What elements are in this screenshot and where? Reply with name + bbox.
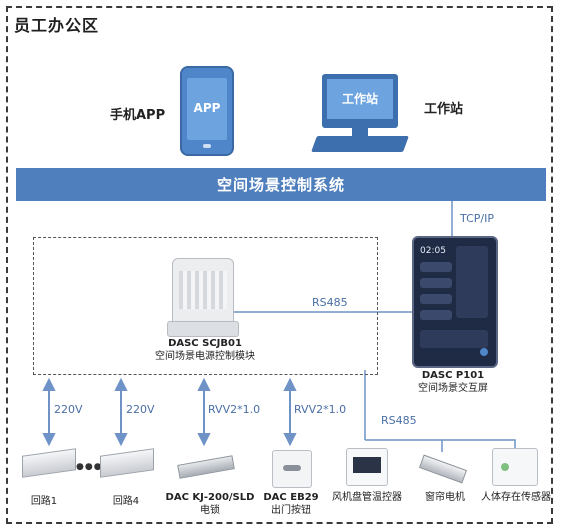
link-arrows [42,377,297,447]
button-name: 出门按钮 [271,505,311,516]
dots-ellipsis: ●●● [76,462,103,472]
monitor-stand [352,128,368,136]
link-label-4: RVV2*1.0 [294,403,347,416]
panel-time: 02:05 [420,246,446,256]
rs485-bottom-label: RS485 [381,414,417,427]
exit-button-icon [272,450,312,488]
module-name: 空间场景电源控制模块 [155,351,255,362]
curtain-label: 窗帘电机 [425,492,465,503]
lock-name: 电锁 [200,505,220,516]
phone-screen-text: APP [193,101,221,115]
control-system-label: 空间场景控制系统 [216,176,345,194]
thermostat-icon [346,448,388,486]
phone-icon: APP [180,66,234,156]
lock-model: DAC KJ-200/SLD [165,492,255,503]
thermostat-label: 风机盘管温控器 [332,492,402,503]
workstation-label: 工作站 [424,102,464,117]
panel-name: 空间场景交互屏 [418,383,488,394]
link-label-3: RVV2*1.0 [208,403,261,416]
keyboard-icon [311,136,409,152]
control-system-bar: 空间场景控制系统 [16,168,546,201]
link-label-2: 220V [126,403,155,416]
power-module-icon [167,258,239,337]
button-model: DAC EB29 [263,492,319,503]
presence-sensor-icon [492,448,538,486]
panel-model: DASC P101 [421,370,485,381]
phone-label: 手机APP [110,108,166,123]
interaction-panel-icon: 02:05 [412,236,498,368]
monitor-icon: 工作站 [322,74,398,128]
link-label-1: 220V [54,403,83,416]
module-model: DASC SCJB01 [168,338,242,349]
office-zone-frame [6,6,553,524]
tcp-label: TCP/IP [460,212,494,225]
loop1-label: 回路1 [30,496,58,507]
module-zone-frame [33,237,378,375]
sensor-label: 人体存在传感器 [481,492,551,503]
region-title: 员工办公区 [14,16,100,35]
rs485-top-label: RS485 [312,296,348,309]
workstation-screen-text: 工作站 [341,92,378,106]
loop4-label: 回路4 [112,496,140,507]
